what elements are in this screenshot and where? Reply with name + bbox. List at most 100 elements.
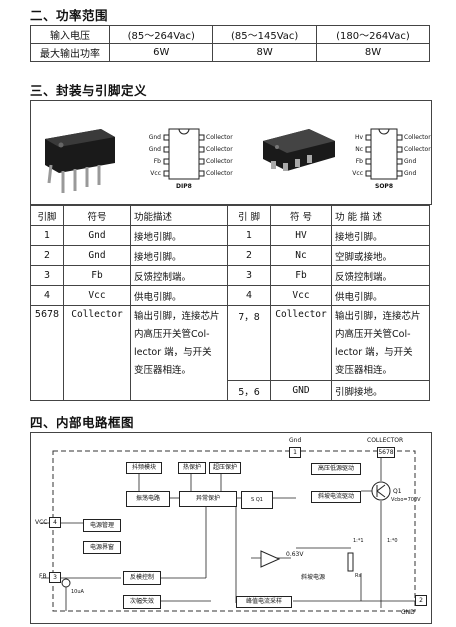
section-2-title: 二、功率范围 [30, 8, 109, 23]
table-row: 5678 Collector 输出引脚，连接芯片 内高压开关管Col- lect… [30, 305, 430, 401]
dip8-pin-label: Gnd [148, 134, 161, 141]
sop8-pin-label: Collector [404, 146, 431, 153]
table-cell: 空脚或接地。 [331, 245, 430, 266]
block-peak-sense: 峰值电流采样 [236, 596, 292, 608]
pin-3-box: 3 [49, 572, 61, 583]
block-hv-driver: 高压低源驱动 [311, 463, 361, 475]
table-row: 3 Fb 反馈控制端。 3 Fb 反馈控制端。 [30, 265, 430, 286]
desc-line: lector 端，与开关 [335, 347, 413, 358]
pin-5678-box: 5678 [377, 447, 395, 458]
sop8-pin-label: Gnd [404, 158, 417, 165]
desc-line: 输出引脚，连接芯片 [134, 311, 220, 322]
gnd-out-label: GND [401, 609, 415, 616]
pin-definition-table: 引脚 符号 功能描述 引 脚 符 号 功 能 描 述 1 Gnd 接地引脚。 1… [30, 205, 430, 401]
block-thermal: 热保护 [178, 462, 206, 474]
table-cell: Nc [270, 245, 332, 266]
section-4-title: 四、内部电路框图 [30, 415, 135, 430]
pin-1-box: 1 [289, 447, 301, 458]
table-cell: 2 [30, 245, 64, 266]
ratio-1-label: 1:*1 [353, 538, 364, 544]
latch-s: S [251, 496, 255, 503]
dip8-label: DIP8 [176, 183, 192, 190]
block-oscillator: 振荡电路 [126, 491, 170, 507]
ratio-2-label: 1:*0 [387, 538, 398, 544]
block-protection: 异常保护 [179, 491, 237, 507]
table-cell: 8W [212, 43, 317, 62]
latch-q1: Q1 [255, 496, 263, 503]
table-row: 2 Gnd 接地引脚。 2 Nc 空脚或接地。 [30, 245, 430, 266]
table-cell: 4 [227, 285, 271, 306]
sop8-label: SOP8 [375, 183, 393, 190]
block-ovp: 超压保护 [209, 462, 241, 474]
table-cell: 5678 [30, 305, 64, 401]
sop8-pin-label: Nc [355, 146, 363, 153]
table-row: 4 Vcc 供电引脚。 4 Vcc 供电引脚。 [30, 285, 430, 306]
dip8-pinout [163, 128, 205, 180]
section-3-title: 三、封装与引脚定义 [30, 83, 148, 98]
desc-line: 内高压开关管Col- [134, 329, 210, 340]
dip8-pin-label: Fb [153, 158, 161, 165]
table-cell: 引脚接地。 [331, 380, 430, 401]
sop8-pin-label: Fb [355, 158, 363, 165]
table-cell: 3 [227, 265, 271, 286]
table-cell: 输入电压 [30, 25, 110, 44]
block-diagram-wiring [41, 450, 416, 612]
table-cell: (85～264Vac) [108, 25, 214, 44]
pin-2-box: 2 [415, 595, 427, 606]
table-cell: 3 [30, 265, 64, 286]
table-cell: 接地引脚。 [130, 245, 228, 266]
table-cell: HV [270, 225, 332, 246]
table-cell: 5，6 [227, 380, 271, 401]
power-range-table: 输入电压 (85～264Vac) (85～145Vac) (180～264Vac… [30, 25, 431, 62]
q1-label: Q1 [393, 488, 402, 495]
sop8-pinout [365, 128, 403, 180]
table-row: 1 Gnd 接地引脚。 1 HV 接地引脚。 [30, 225, 430, 246]
sop8-pin-label: Hv [354, 134, 363, 141]
desc-line: 变压器相连。 [134, 365, 192, 376]
desc-line: 输出引脚，连接芯片 [335, 311, 421, 322]
table-cell: 6W [108, 43, 214, 62]
dip8-chip-image [45, 129, 115, 193]
table-cell: Collector [270, 305, 332, 381]
table-cell: 8W [315, 43, 431, 62]
table-row: 最大输出功率 6W 8W 8W [30, 43, 431, 62]
sop8-pin-label: Collector [404, 134, 431, 141]
table-header: 功能描述 [130, 205, 228, 226]
rs-label: Rs [355, 573, 362, 579]
sop8-chip-image [263, 129, 335, 171]
dip8-pin-label: Gnd [148, 146, 161, 153]
table-cell: 1 [227, 225, 271, 246]
table-header-row: 引脚 符号 功能描述 引 脚 符 号 功 能 描 述 [30, 205, 430, 226]
table-cell: 接地引脚。 [331, 225, 430, 246]
table-cell: 7，8 [227, 305, 271, 381]
block-jitter: 抖频模块 [126, 462, 162, 474]
block-latch: S Q1 [241, 491, 273, 509]
block-power-mgmt: 电源管理 [83, 519, 121, 532]
gnd-label: Gnd [289, 437, 302, 444]
table-cell: 供电引脚。 [130, 285, 228, 306]
table-cell: 输出引脚，连接芯片 内高压开关管Col- lector 端，与开关 变压器相连。 [331, 305, 430, 381]
dip8-pin-label: Vcc [150, 170, 161, 177]
sop8-pin-label: Vcc [352, 170, 363, 177]
sop8-pin-label: Gnd [404, 170, 417, 177]
block-secondary: 次幅失效 [123, 595, 161, 609]
table-header: 引 脚 [227, 205, 271, 226]
table-cell: 4 [30, 285, 64, 306]
vcc-label: VCC [35, 519, 48, 526]
q1-rating-label: Vcbo=700V [391, 497, 421, 503]
ramp-label: 斜坡电源 [301, 574, 326, 581]
table-header: 功 能 描 述 [331, 205, 430, 226]
table-cell: Gnd [63, 245, 131, 266]
table-cell: 供电引脚。 [331, 285, 430, 306]
pin-4-box: 4 [49, 517, 61, 528]
table-cell: Fb [63, 265, 131, 286]
block-power-window: 电源界窗 [83, 541, 121, 554]
table-cell: 反馈控制端。 [331, 265, 430, 286]
table-header: 引脚 [30, 205, 64, 226]
table-cell: Vcc [63, 285, 131, 306]
table-cell: 反馈控制端。 [130, 265, 228, 286]
package-figure: Gnd Gnd Fb Vcc Collector Collector Colle… [30, 100, 432, 205]
collector-label: COLLECTOR [367, 437, 404, 444]
table-cell: Vcc [270, 285, 332, 306]
table-cell: 接地引脚。 [130, 225, 228, 246]
